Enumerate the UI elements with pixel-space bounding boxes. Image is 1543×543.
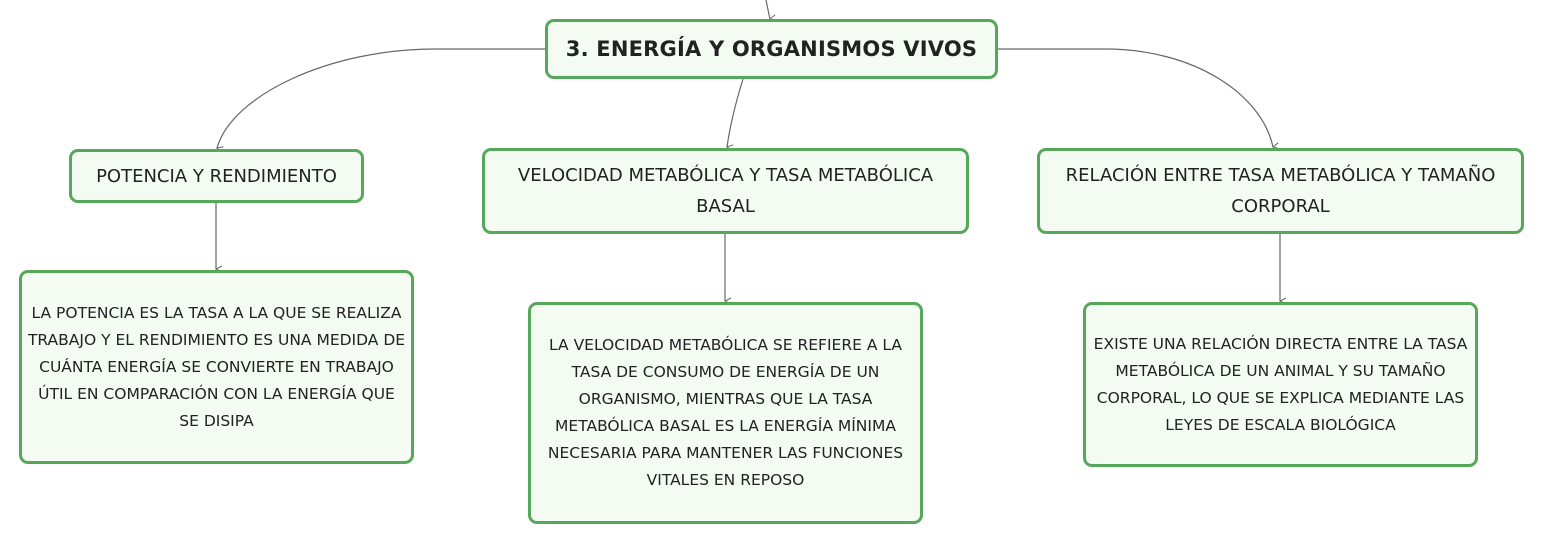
connector-root-to-topic-3 <box>998 48 1273 147</box>
connector-parent-to-root <box>765 0 770 19</box>
topic-node-label: RELACIÓN ENTRE TASA METABÓLICA Y TAMAÑO … <box>1065 165 1496 217</box>
detail-node-text: LA POTENCIA ES LA TASA A LA QUE SE REALI… <box>27 303 406 430</box>
root-node-label: 3. ENERGÍA Y ORGANISMOS VIVOS <box>565 37 978 61</box>
connector-root-to-topic-1 <box>217 48 545 148</box>
topic-node-velocidad-metabolica[interactable]: VELOCIDAD METABÓLICA Y TASA METABÓLICA B… <box>482 148 969 234</box>
topic-node-relacion-tamano[interactable]: RELACIÓN ENTRE TASA METABÓLICA Y TAMAÑO … <box>1037 148 1524 234</box>
connector-root-to-topic-2 <box>727 78 744 147</box>
topic-node-label: POTENCIA Y RENDIMIENTO <box>96 165 337 187</box>
detail-node-text: EXISTE UNA RELACIÓN DIRECTA ENTRE LA TAS… <box>1093 334 1468 434</box>
detail-node-relacion-tamano[interactable]: EXISTE UNA RELACIÓN DIRECTA ENTRE LA TAS… <box>1083 302 1478 467</box>
detail-node-velocidad-metabolica[interactable]: LA VELOCIDAD METABÓLICA SE REFIERE A LA … <box>528 302 923 524</box>
topic-node-potencia[interactable]: POTENCIA Y RENDIMIENTO <box>69 149 364 203</box>
detail-node-potencia[interactable]: LA POTENCIA ES LA TASA A LA QUE SE REALI… <box>19 270 414 464</box>
detail-node-text: LA VELOCIDAD METABÓLICA SE REFIERE A LA … <box>547 336 904 489</box>
root-node[interactable]: 3. ENERGÍA Y ORGANISMOS VIVOS <box>545 19 998 79</box>
topic-node-label: VELOCIDAD METABÓLICA Y TASA METABÓLICA B… <box>517 165 934 217</box>
